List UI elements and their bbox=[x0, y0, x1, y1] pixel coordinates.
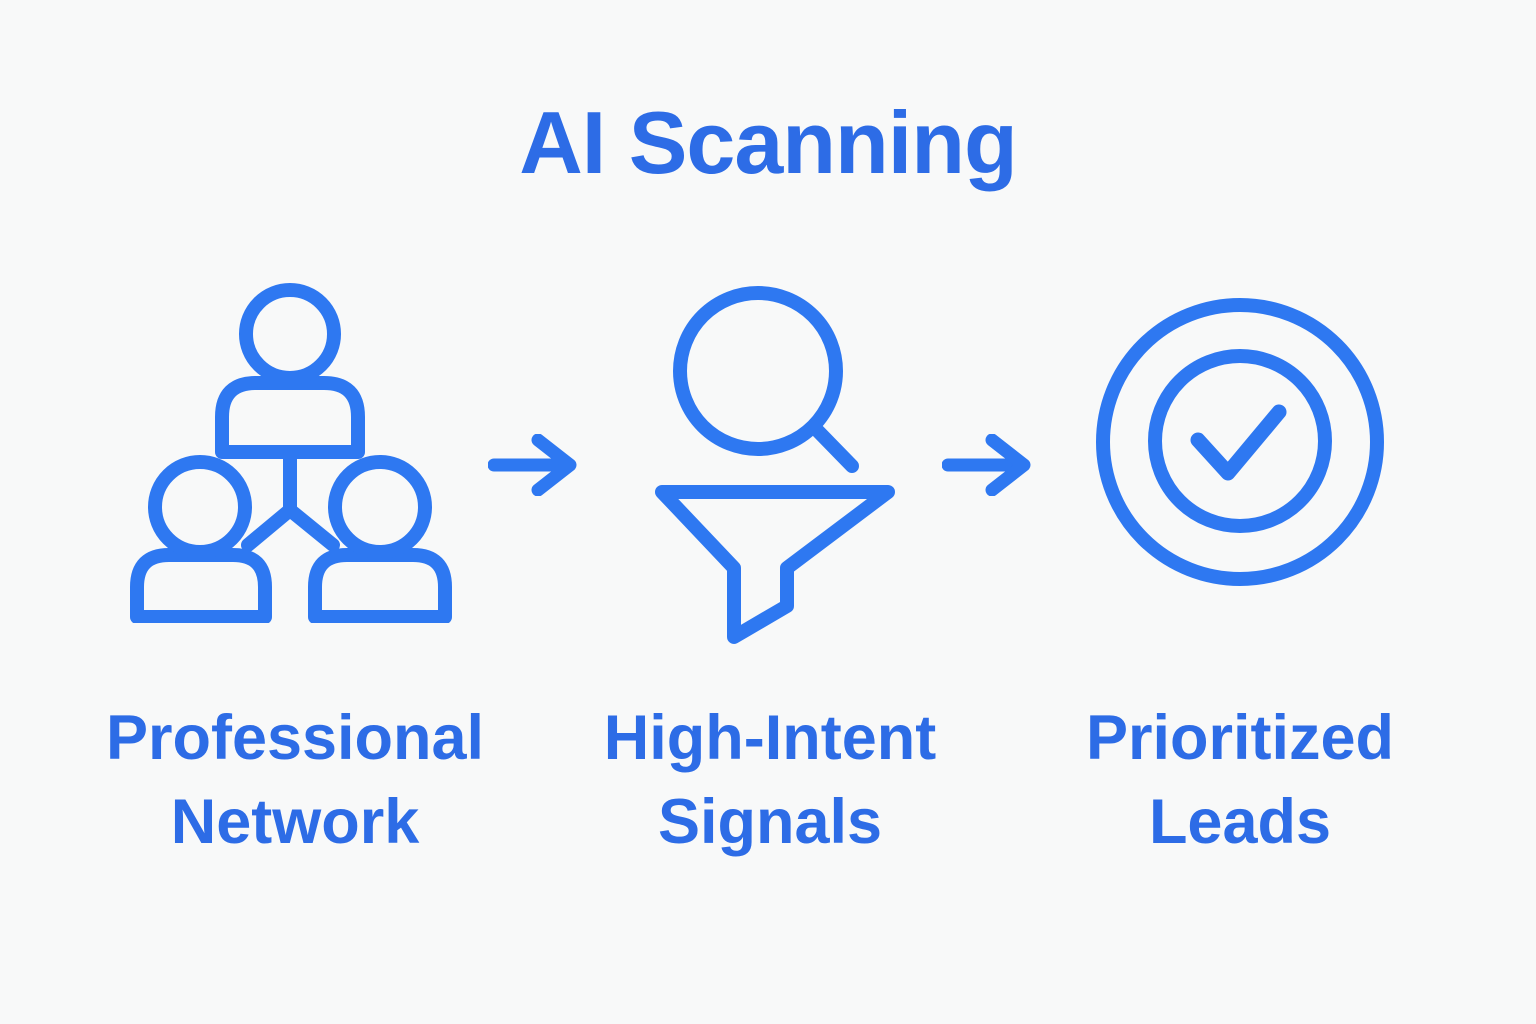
right-arrow-icon bbox=[941, 433, 1038, 501]
stage-high-intent-signals: High-Intent Signals bbox=[550, 0, 990, 1024]
stage-label-line2: Network bbox=[170, 787, 420, 858]
stage-professional-network: Professional Network bbox=[75, 0, 515, 1024]
people-network-icon bbox=[75, 283, 515, 623]
stage-prioritized-leads: Prioritized Leads bbox=[1020, 0, 1460, 1024]
stage-label-line1: Prioritized bbox=[1085, 703, 1395, 773]
search-funnel-icon bbox=[550, 280, 990, 650]
target-check-icon bbox=[1020, 292, 1460, 592]
stage-label-prioritized-leads: Prioritized Leads bbox=[1020, 696, 1460, 865]
stage-label-high-intent-signals: High-Intent Signals bbox=[550, 696, 990, 865]
stage-label-line2: Leads bbox=[1148, 787, 1332, 858]
right-arrow-icon bbox=[487, 433, 584, 501]
stage-label-line1: High-Intent bbox=[603, 703, 937, 773]
page-title: AI Scanning bbox=[519, 93, 1018, 192]
stage-label-line1: Professional bbox=[105, 703, 485, 773]
stage-label-line2: Signals bbox=[657, 787, 883, 858]
stage-label-professional-network: Professional Network bbox=[75, 696, 515, 865]
